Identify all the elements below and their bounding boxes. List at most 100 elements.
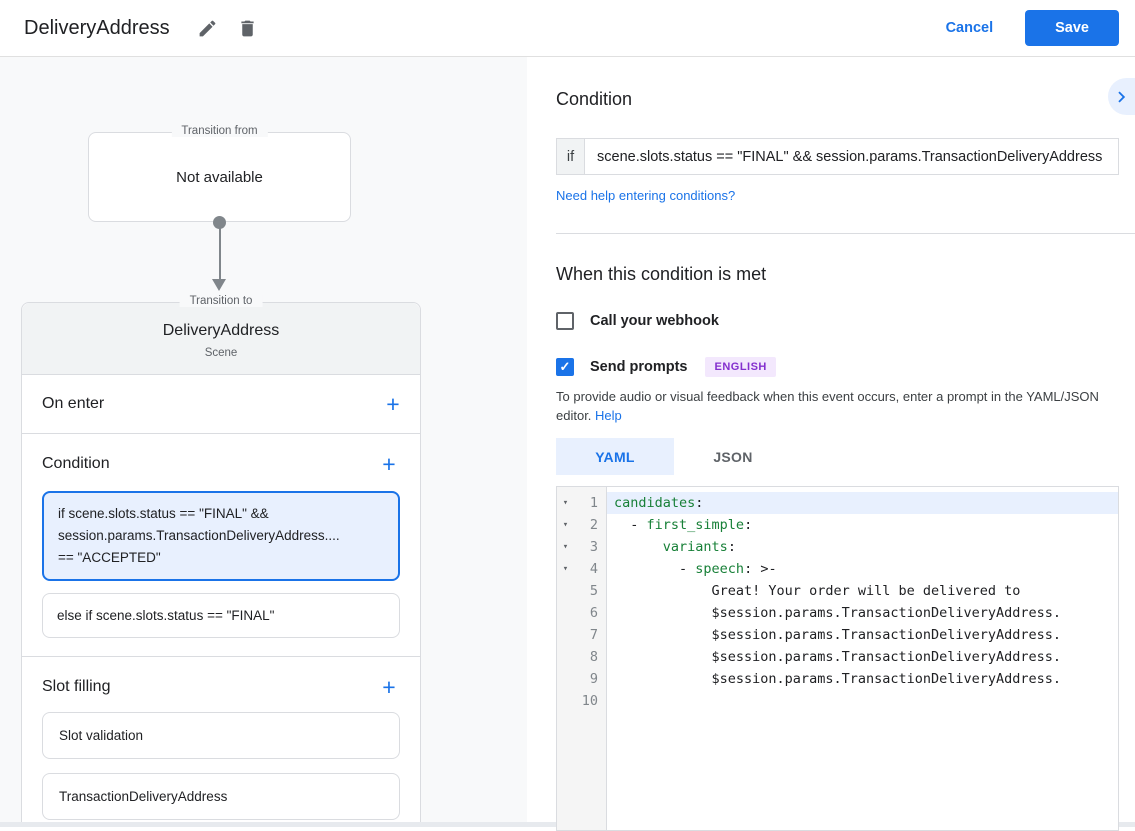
code-line[interactable]: $session.params.TransactionDeliveryAddre… xyxy=(614,605,1062,621)
save-button[interactable]: Save xyxy=(1025,10,1119,46)
line-number: 9 xyxy=(589,671,598,687)
line-number: 3 xyxy=(589,539,598,555)
fold-arrow-icon[interactable]: ▾ xyxy=(562,564,569,574)
transition-arrow xyxy=(212,216,227,292)
delete-scene-button[interactable] xyxy=(228,8,268,48)
editor-line[interactable]: 9 $session.params.TransactionDeliveryAdd… xyxy=(557,668,1118,690)
arrow-line xyxy=(218,226,221,280)
code-line[interactable]: $session.params.TransactionDeliveryAddre… xyxy=(614,649,1062,665)
slot-validation-item[interactable]: Slot validation xyxy=(42,712,400,759)
code-line[interactable] xyxy=(607,690,1118,712)
edit-title-button[interactable] xyxy=(188,8,228,48)
arrow-head-icon xyxy=(212,279,226,291)
main-body: Transition from Not available Transition… xyxy=(0,57,1135,831)
collapse-panel-button[interactable] xyxy=(1108,78,1135,115)
panel-title: Condition xyxy=(556,89,633,109)
editor-line[interactable]: 5 Great! Your order will be delivered to xyxy=(557,580,1118,602)
editor-gutter xyxy=(557,487,607,830)
conditions-help-link[interactable]: Need help entering conditions? xyxy=(556,188,736,203)
prompt-description-text: To provide audio or visual feedback when… xyxy=(556,389,1099,423)
section-divider xyxy=(556,233,1135,234)
transition-from-label: Transition from xyxy=(171,125,268,137)
transition-to-label: Transition to xyxy=(179,295,263,307)
add-condition-button[interactable]: + xyxy=(382,451,396,477)
yaml-editor[interactable]: ▾ 1 candidates: ▾ 2 - first_simple: ▾ 3 varian… xyxy=(556,486,1119,831)
fold-spacer xyxy=(557,690,574,712)
scene-name: DeliveryAddress xyxy=(162,322,280,339)
on-enter-section: On enter + xyxy=(22,375,420,434)
fold-arrow-icon[interactable]: ▾ xyxy=(562,498,569,508)
condition-expression-input[interactable] xyxy=(585,138,1119,175)
line-number: 5 xyxy=(589,583,598,599)
editor-line[interactable]: ▾ 4 - speech: >- xyxy=(557,558,1118,580)
add-on-enter-button[interactable]: + xyxy=(386,391,400,417)
slot-item[interactable]: TransactionDeliveryAddress xyxy=(42,773,400,820)
tab-yaml[interactable]: YAML xyxy=(556,438,674,475)
send-prompts-label: Send prompts xyxy=(590,359,688,375)
condition-item-else[interactable]: else if scene.slots.status == "FINAL" xyxy=(42,593,400,638)
top-bar: DeliveryAddress Cancel Save xyxy=(0,0,1135,57)
cancel-button[interactable]: Cancel xyxy=(945,20,994,36)
fold-spacer xyxy=(557,646,574,668)
arrow-dot xyxy=(213,216,226,229)
webhook-row: Call your webhook xyxy=(556,312,1119,330)
code-line[interactable]: candidates: xyxy=(607,492,1118,514)
line-number: 1 xyxy=(589,495,598,511)
tab-json[interactable]: JSON xyxy=(713,448,753,465)
title-group: DeliveryAddress xyxy=(24,8,268,48)
trash-icon xyxy=(237,18,258,39)
language-badge: ENGLISH xyxy=(705,357,776,377)
if-label: if xyxy=(556,138,585,175)
scene-card: Transition to DeliveryAddress Scene On e… xyxy=(21,295,421,822)
code-line[interactable]: Great! Your order will be delivered to xyxy=(614,583,1021,599)
condition-panel: Condition if Need help entering conditio… xyxy=(527,57,1135,831)
editor-line[interactable]: 6 $session.params.TransactionDeliveryAdd… xyxy=(557,602,1118,624)
editor-line[interactable]: 10 xyxy=(557,690,1118,712)
scene-type-label: Scene xyxy=(204,347,238,359)
chevron-right-icon xyxy=(1111,86,1133,108)
fold-arrow-icon[interactable]: ▾ xyxy=(562,542,569,552)
line-number: 7 xyxy=(589,627,598,643)
editor-tabs: YAML JSON xyxy=(556,438,1119,475)
add-slot-button[interactable]: + xyxy=(382,674,396,700)
editor-line[interactable]: 8 $session.params.TransactionDeliveryAdd… xyxy=(557,646,1118,668)
scene-card-header: DeliveryAddress Scene xyxy=(22,303,420,375)
scene-canvas: Transition from Not available Transition… xyxy=(0,57,527,822)
when-met-title: When this condition is met xyxy=(556,264,767,284)
code-line[interactable]: - first_simple: xyxy=(614,517,753,533)
condition-expression-row: if xyxy=(556,138,1119,175)
code-line[interactable]: $session.params.TransactionDeliveryAddre… xyxy=(614,627,1062,643)
slot-filling-label: Slot filling xyxy=(42,678,111,695)
webhook-label: Call your webhook xyxy=(590,313,719,329)
fold-spacer xyxy=(557,624,574,646)
fold-spacer xyxy=(557,668,574,690)
line-number: 10 xyxy=(581,693,598,709)
prompt-description: To provide audio or visual feedback when… xyxy=(556,388,1114,425)
code-line[interactable]: - speech: >- xyxy=(614,561,777,577)
editor-line[interactable]: ▾ 2 - first_simple: xyxy=(557,514,1118,536)
condition-line: if scene.slots.status == "FINAL" && xyxy=(58,506,269,521)
editor-line[interactable]: ▾ 1 candidates: xyxy=(557,492,1118,514)
send-prompts-checkbox[interactable] xyxy=(556,358,574,376)
fold-arrow-icon[interactable]: ▾ xyxy=(562,520,569,530)
fold-spacer xyxy=(557,580,574,602)
transition-from-box: Transition from Not available xyxy=(88,125,351,222)
slot-filling-section: Slot filling + Slot validation Transacti… xyxy=(22,657,420,822)
code-line[interactable]: $session.params.TransactionDeliveryAddre… xyxy=(614,671,1062,687)
line-number: 6 xyxy=(589,605,598,621)
line-number: 4 xyxy=(589,561,598,577)
on-enter-label: On enter xyxy=(42,395,105,412)
webhook-checkbox[interactable] xyxy=(556,312,574,330)
code-line[interactable]: variants: xyxy=(662,539,736,555)
editor-line[interactable]: 7 $session.params.TransactionDeliveryAdd… xyxy=(557,624,1118,646)
line-number: 2 xyxy=(589,517,598,533)
send-prompts-row: Send prompts ENGLISH xyxy=(556,357,1119,377)
not-available-text: Not available xyxy=(176,169,263,186)
condition-section-label: Condition xyxy=(42,455,110,472)
condition-item-selected[interactable]: if scene.slots.status == "FINAL" && sess… xyxy=(42,491,400,581)
editor-line[interactable]: ▾ 3 variants: xyxy=(557,536,1118,558)
pencil-icon xyxy=(197,18,218,39)
condition-line: session.params.TransactionDeliveryAddres… xyxy=(58,528,340,543)
prompt-help-link[interactable]: Help xyxy=(595,407,622,423)
